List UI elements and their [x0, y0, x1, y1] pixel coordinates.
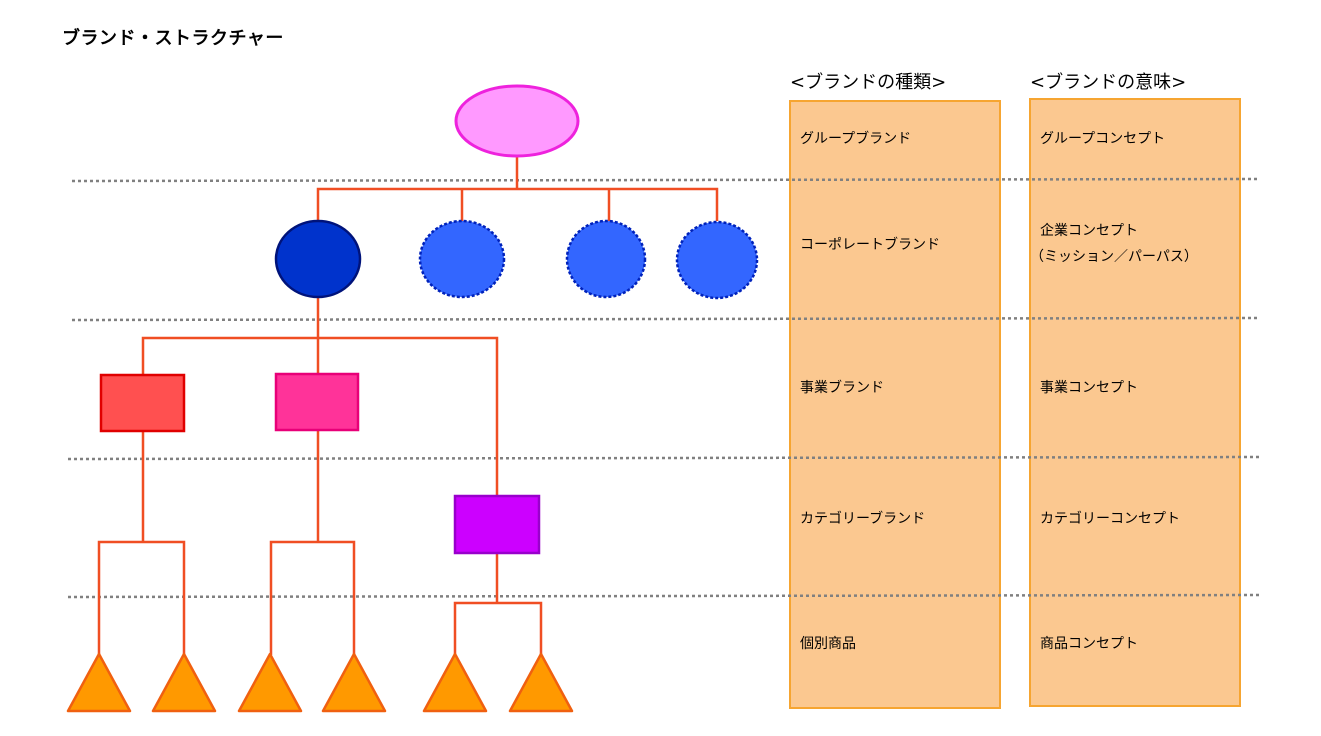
meaning-corporate-concept: 企業コンセプト: [1040, 223, 1138, 239]
corporate-brand-node-dotted: [675, 220, 759, 300]
product-node: [422, 652, 488, 713]
product-node: [151, 652, 217, 713]
category-brand-node: [453, 494, 541, 555]
product-node: [321, 652, 387, 713]
brand-type-header: <ブランドの種類>: [790, 72, 947, 93]
type-category-brand: カテゴリーブランド: [800, 511, 926, 527]
product-node: [508, 652, 574, 713]
meaning-corporate-mission: （ミッション／パーパス）: [1030, 249, 1198, 265]
meaning-product-concept: 商品コンセプト: [1040, 636, 1138, 652]
connector-lines: [97, 157, 719, 655]
type-group-brand: グループブランド: [800, 131, 912, 147]
corporate-brand-node-dotted: [418, 219, 506, 299]
brand-type-column: [789, 100, 1001, 709]
brand-meaning-column: [1029, 98, 1241, 707]
level-divider: [67, 593, 1263, 599]
level-divider: [71, 316, 1261, 322]
level-divider: [71, 177, 1261, 183]
corporate-brand-node-dotted: [565, 219, 647, 299]
product-node: [237, 652, 303, 713]
type-business-brand: 事業ブランド: [800, 380, 884, 396]
product-node: [66, 652, 132, 713]
brand-meaning-header: <ブランドの意味>: [1030, 72, 1187, 93]
corporate-brand-node: [274, 219, 362, 299]
meaning-category-concept: カテゴリーコンセプト: [1040, 511, 1180, 527]
page-title: ブランド・ストラクチャー: [62, 28, 284, 49]
business-brand-node: [274, 372, 360, 432]
business-brand-node: [99, 373, 186, 433]
type-corporate-brand: コーポレートブランド: [800, 237, 940, 253]
type-individual-product: 個別商品: [800, 636, 856, 652]
level-divider: [67, 455, 1263, 461]
meaning-business-concept: 事業コンセプト: [1040, 380, 1138, 396]
group-brand-node: [454, 84, 580, 158]
meaning-group-concept: グループコンセプト: [1040, 131, 1166, 147]
